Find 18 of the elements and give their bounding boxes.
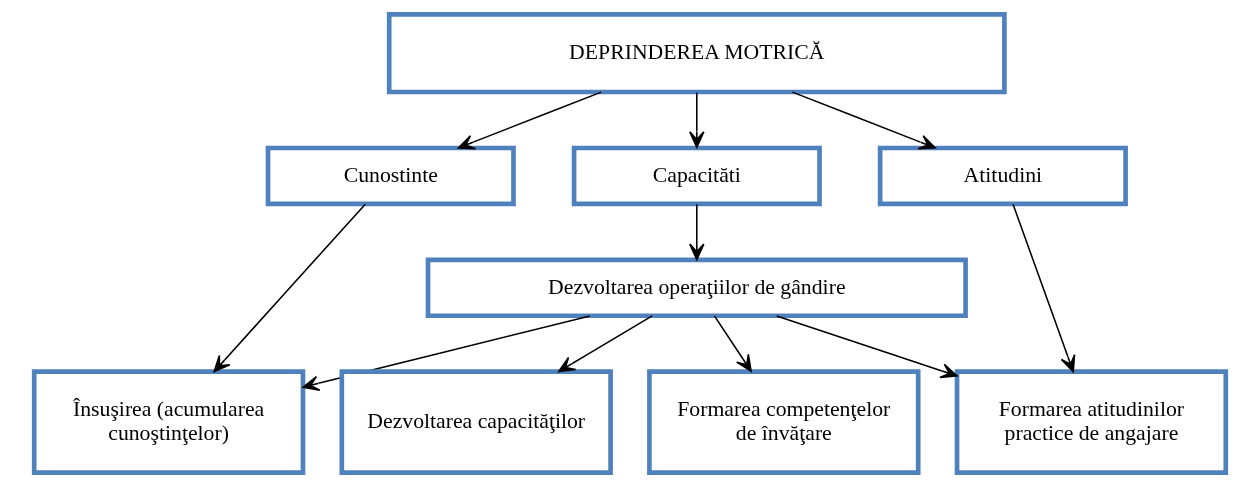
node-box: Capacităti [571, 145, 822, 207]
arrow [557, 315, 653, 373]
node-box: Dezvoltarea capacităţilor [339, 369, 613, 475]
node-box: Formarea atitudinilor practice de angajare [954, 369, 1228, 475]
arrow [775, 315, 958, 379]
arrow [212, 203, 366, 373]
arrow [1011, 203, 1075, 373]
arrow [791, 91, 936, 150]
node-box: Însuşirea (acumularea cunoştinţelor) [31, 369, 305, 475]
arrow [688, 91, 705, 149]
node-box: Cunostinte [265, 145, 516, 207]
arrow [713, 315, 752, 373]
arrow [688, 203, 705, 261]
arrow [457, 91, 602, 150]
node-box: Formarea competenţelor de învăţare [646, 369, 920, 475]
node-box: DEPRINDEREA MOTRICĂ [386, 12, 1007, 95]
node-box: Atitudini [877, 145, 1128, 207]
node-box: Dezvoltarea operaţiilor de gândire [425, 257, 968, 319]
